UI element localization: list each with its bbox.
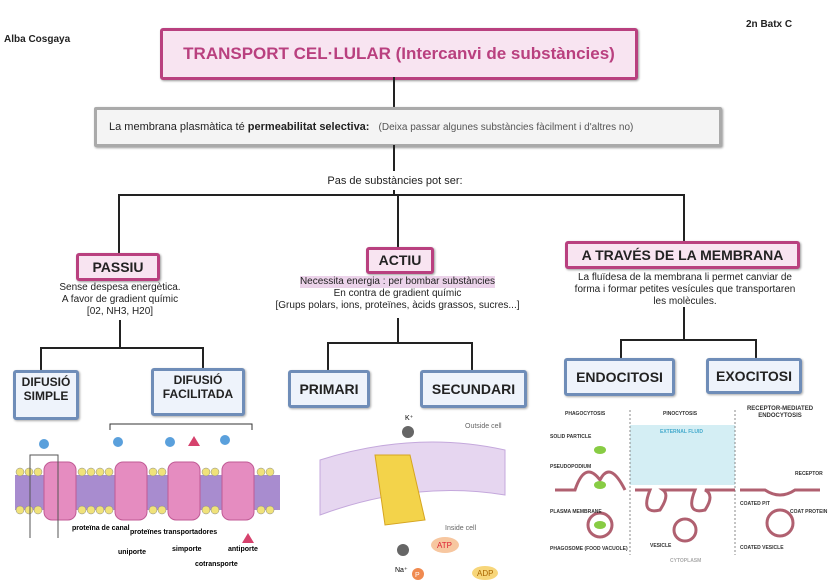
membrane-note: (Deixa passar algunes substàncies fàcilm… <box>378 122 634 133</box>
endocitosi-box: ENDOCITOSI <box>564 358 675 396</box>
adp-label: ADP <box>477 569 493 578</box>
active-transport-figure: K⁺ Na⁺ Outside cell Inside cell ATP ADP … <box>319 415 506 580</box>
outside-label: Outside cell <box>465 423 502 430</box>
plasma-label: PLASMA MEMBRANE <box>550 509 602 515</box>
atp-label: ATP <box>437 541 452 550</box>
difusio-simple-box: DIFUSIÓ SIMPLE <box>13 370 79 420</box>
endocytosis-figure: PHAGOCYTOSIS PINOCYTOSIS EXTERNAL FLUID … <box>550 410 828 564</box>
class-label: 2n Batx C <box>746 19 793 30</box>
k-label: K⁺ <box>405 415 414 422</box>
phagosome-label: PHAGOSOME (FOOD VACUOLE) <box>550 546 628 552</box>
fluid-label: EXTERNAL FLUID <box>660 429 703 435</box>
exocitosi-box: EXOCITOSI <box>706 358 802 394</box>
solid-label: SOLID PARTICLE <box>550 434 592 440</box>
uniporte-label: uniporte <box>118 549 146 556</box>
canal-label: proteïna de canal <box>72 525 130 532</box>
antiporte-label: antiporte <box>228 546 258 553</box>
passiu-line: [02, NH3, H20] <box>86 306 154 317</box>
vesicle-label: VESICLE <box>650 543 672 549</box>
cyto-label: CYTOPLASM <box>670 558 701 564</box>
actiu-desc: Necessita energia : per bombar substànci… <box>265 276 530 312</box>
membrana-box: A TRAVÉS DE LA MEMBRANA <box>565 241 800 269</box>
receptor-label: RECEPTOR <box>795 471 823 477</box>
intro-text: Pas de substàncies pot ser: <box>327 175 463 187</box>
page-title: TRANSPORT CEL·LULAR (Intercanvi de subst… <box>160 28 638 80</box>
facilitated-diffusion-figure: proteïna de canal proteïnes transportado… <box>15 423 280 568</box>
simporte-label: simporte <box>172 546 202 553</box>
transp-label: proteïnes transportadores <box>130 529 217 536</box>
pit-label: COATED PIT <box>740 501 770 507</box>
membrane-box: La membrana plasmàtica té permeabilitat … <box>94 107 722 147</box>
primari-box: PRIMARI <box>288 370 370 408</box>
cves-label: COATED VESICLE <box>740 545 784 551</box>
passiu-line: Sense despesa energètica. <box>59 282 181 293</box>
p-label: P <box>415 572 420 579</box>
inside-label: Inside cell <box>445 525 477 532</box>
difusio-facilitada-box: DIFUSIÓ FACILITADA <box>151 368 245 416</box>
actiu-line: Necessita energia : per bombar substànci… <box>299 276 496 288</box>
membrana-line: les molècules. <box>653 296 717 307</box>
author: Alba Cosgaya <box>4 34 71 45</box>
cotransporte-label: cotransporte <box>195 561 238 568</box>
passiu-desc: Sense despesa energètica. A favor de gra… <box>40 282 200 318</box>
membrane-bold: permeabilitat selectiva: <box>247 121 370 133</box>
rme-label: RECEPTOR-MEDIATED ENDOCYTOSIS <box>746 406 814 419</box>
actiu-box: ACTIU <box>366 247 434 274</box>
membrana-desc: La fluïdesa de la membrana li permet can… <box>560 272 810 308</box>
coat-label: COAT PROTEIN <box>790 509 828 515</box>
phago-label: PHAGOCYTOSIS <box>565 411 606 417</box>
actiu-line: [Grups polars, ions, proteïnes, àcids gr… <box>275 300 520 311</box>
pino-label: PINOCYTOSIS <box>663 411 698 417</box>
passiu-box: PASSIU <box>76 253 160 281</box>
actiu-line: En contra de gradient químic <box>333 288 462 299</box>
membrane-text: La membrana plasmàtica té <box>109 121 248 133</box>
secundari-box: SECUNDARI <box>420 370 527 408</box>
membrana-line: forma i formar petites vesícules que tra… <box>574 284 796 295</box>
membrana-line: La fluïdesa de la membrana li permet can… <box>577 272 792 283</box>
na-label: Na⁺ <box>395 567 408 574</box>
pseudo-label: PSEUDOPODIUM <box>550 464 591 470</box>
passiu-line: A favor de gradient químic <box>61 294 179 305</box>
